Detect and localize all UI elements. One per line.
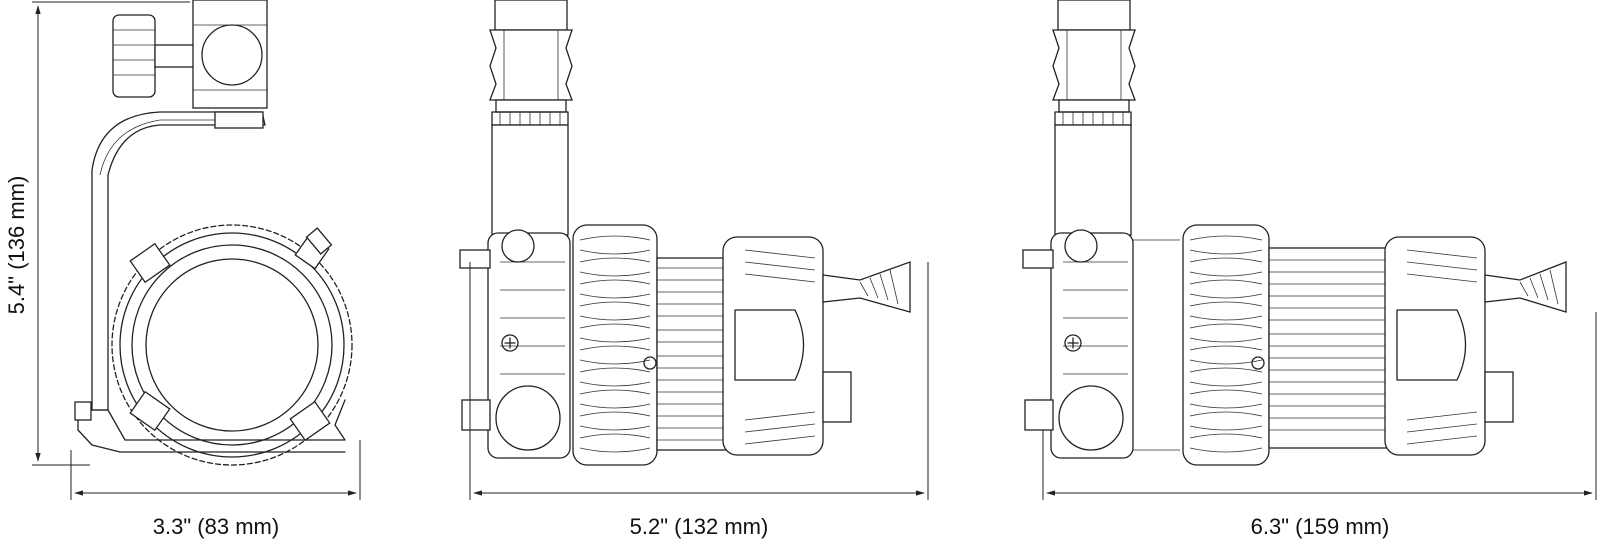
front-gear-ring [111,224,353,466]
compact-fin-ring [572,224,658,466]
height-dimension: 5.4" (136 mm) [4,1,190,466]
front-clips [129,227,333,442]
extended-stem [1054,124,1132,236]
width-front-dimension: 3.3" (83 mm) [70,440,361,539]
compact-knob [489,0,573,126]
extended-fin-ring [1182,224,1270,466]
length-extended-dimension: 6.3" (159 mm) [1042,312,1597,539]
front-view [74,0,353,466]
length-extended-label: 6.3" (159 mm) [1251,514,1390,539]
front-mount-block [192,0,268,109]
extended-barrel [1251,247,1388,449]
compact-stem [491,124,569,236]
extended-front-bezel [1384,236,1567,456]
extended-housing [1022,229,1180,459]
compact-housing [459,229,571,459]
front-knob [112,14,196,98]
height-label: 5.4" (136 mm) [4,176,29,315]
side-view-extended [1022,0,1567,466]
length-compact-dimension: 5.2" (132 mm) [469,262,929,539]
extended-knob [1052,0,1136,126]
front-base [74,399,346,453]
compact-barrel [643,257,728,451]
length-compact-label: 5.2" (132 mm) [630,514,769,539]
side-view-compact [459,0,911,466]
compact-front-bezel [722,236,911,456]
width-front-label: 3.3" (83 mm) [153,514,279,539]
